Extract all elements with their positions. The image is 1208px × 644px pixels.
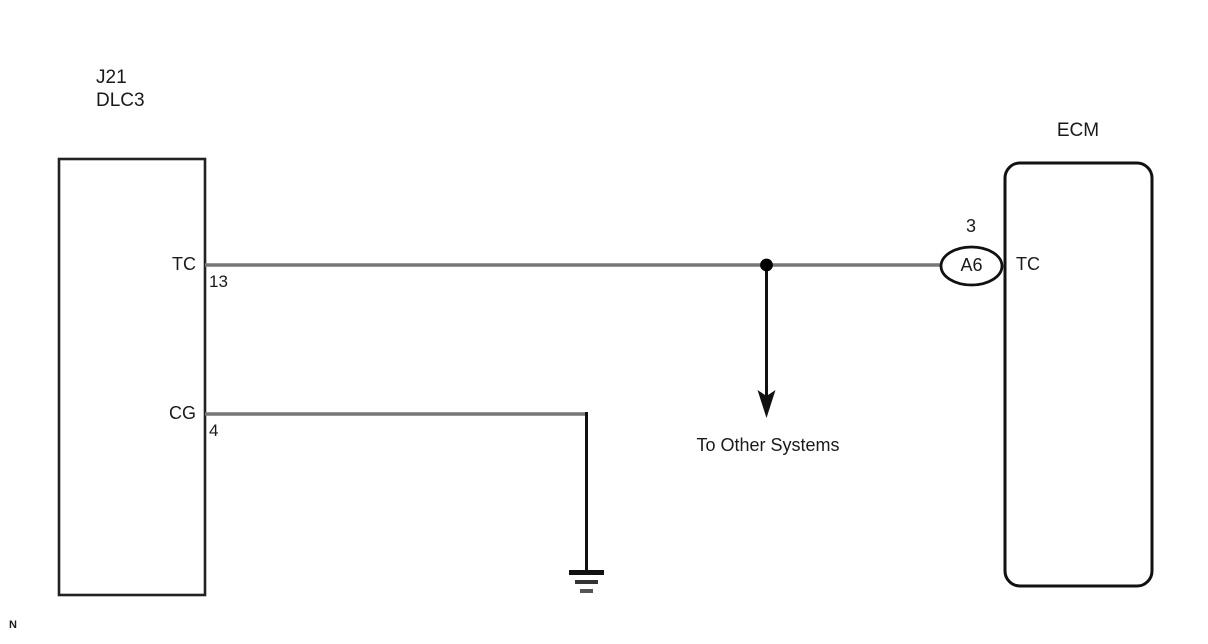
ecm-connector-oval: [939, 245, 1004, 287]
junction-dot-icon: [760, 258, 773, 272]
ecm-module-box: [1003, 161, 1154, 588]
ecm-connector-code-label: 3: [965, 216, 976, 236]
page-corner-mark: N: [9, 619, 17, 631]
dlc3-pin-tc-number: 13: [209, 272, 228, 291]
ecm-pin-tc-label: TC: [1016, 254, 1040, 274]
arrow-down-icon: [757, 390, 776, 418]
dlc3-pin-cg-number: 4: [209, 421, 219, 440]
ecm-connector-id-label: A6: [960, 255, 983, 275]
other-systems-annotation: To Other Systems: [696, 435, 840, 455]
dlc3-component-label: J21 DLC3: [96, 67, 145, 112]
ground-symbol-icon: [569, 570, 604, 593]
dlc3-pin-cg-label: CG: [169, 403, 196, 423]
dlc3-connector-box: [57, 157, 207, 597]
ecm-component-label: ECM: [1056, 120, 1100, 141]
dlc3-pin-tc-label: TC: [172, 254, 196, 274]
